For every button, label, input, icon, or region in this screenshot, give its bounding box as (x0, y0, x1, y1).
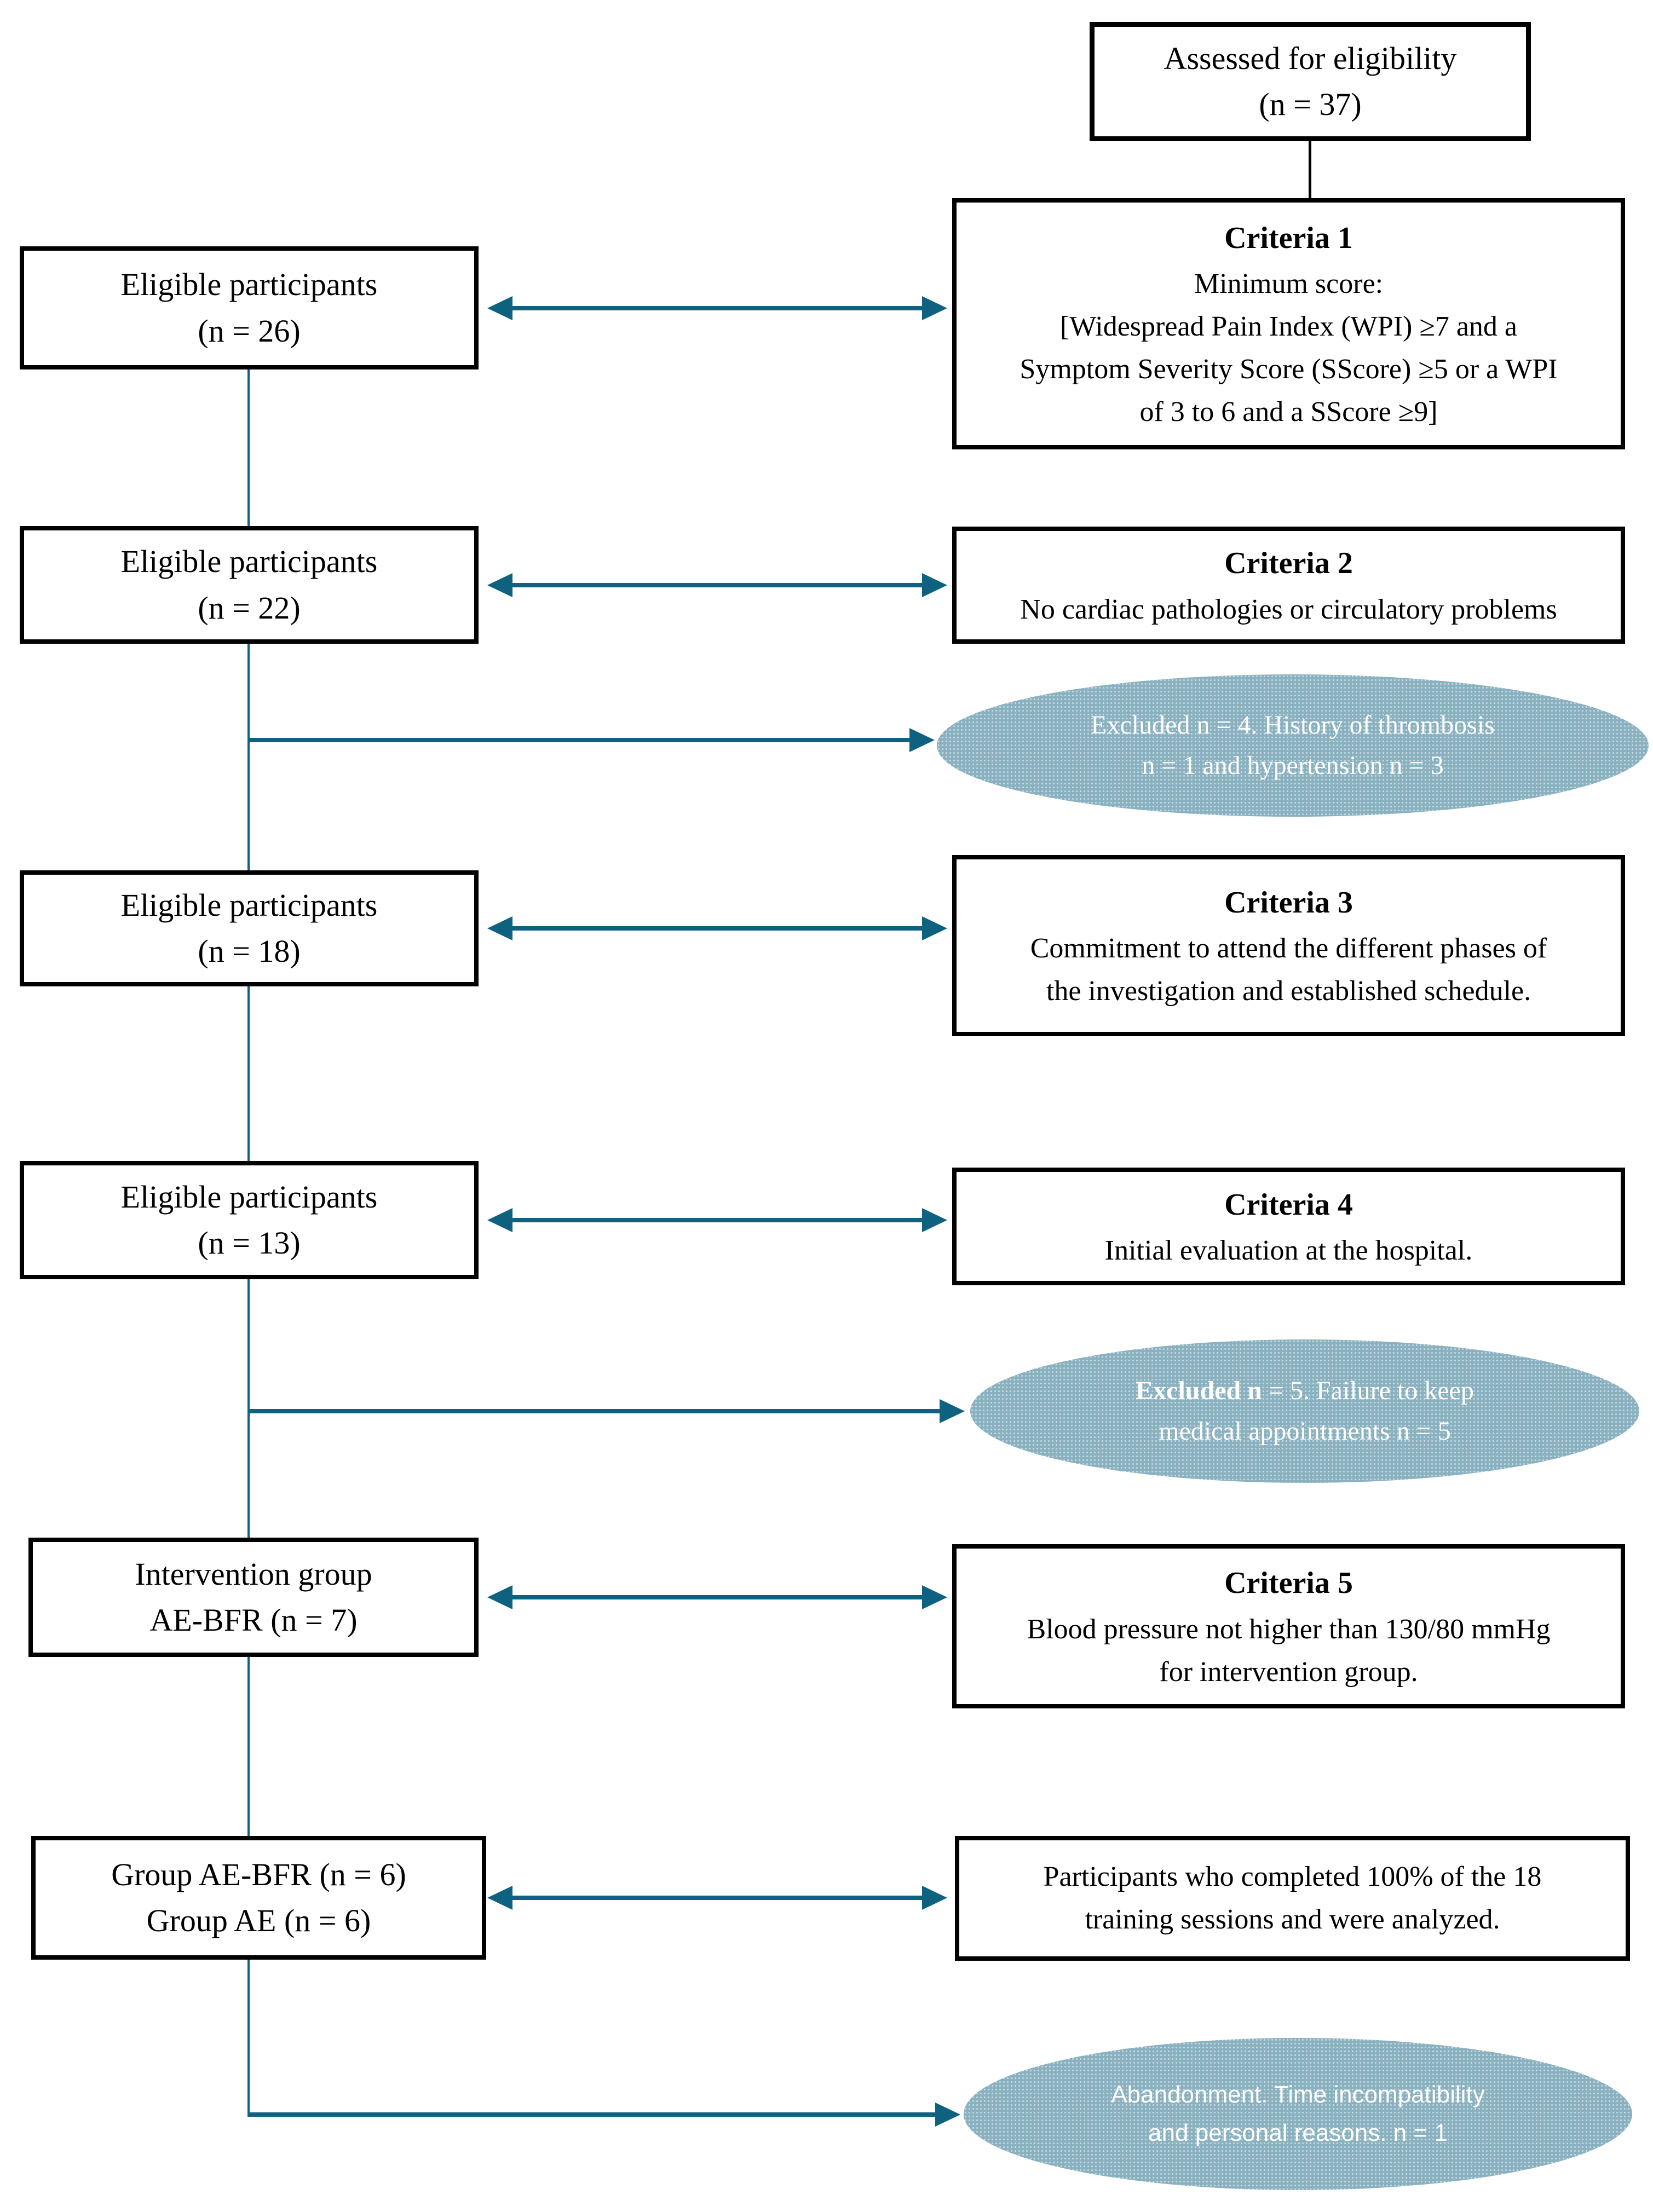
intervention-group-box: Intervention group AE-BFR (n = 7) (28, 1538, 479, 1657)
completion-text: Participants who completed 100% of the 1… (1043, 1861, 1542, 1935)
eligible-22-line-1: Eligible participants (120, 544, 378, 580)
criteria-2-box: Criteria 2 No cardiac pathologies or cir… (952, 527, 1625, 644)
arrow-shaft (247, 1409, 945, 1413)
connector-line-top (1309, 141, 1311, 198)
eligible-participants-26-box: Eligible participants (n = 26) (20, 246, 479, 369)
arrow-head-left (487, 1886, 512, 1910)
arrow-head-right (922, 1886, 947, 1910)
assessed-line-2: (n = 37) (1259, 86, 1362, 122)
connector-line-4 (247, 1279, 250, 1538)
groups-box: Group AE-BFR (n = 6) Group AE (n = 6) (31, 1836, 486, 1960)
right-arrow-icon-exclusion-2 (247, 1399, 965, 1423)
intervention-line-2: AE-BFR (n = 7) (149, 1602, 358, 1638)
arrow-head-right (922, 1585, 947, 1609)
double-arrow-icon-row-5 (487, 1585, 947, 1609)
excluded-5-bold: Excluded n (1136, 1376, 1262, 1405)
arrow-head-left (487, 1585, 512, 1609)
arrow-head-right (909, 728, 935, 752)
connector-line-3 (247, 986, 250, 1161)
excluded-5-ellipse: Excluded n = 5. Failure to keep medical … (970, 1339, 1639, 1483)
intervention-line-1: Intervention group (135, 1556, 372, 1592)
arrow-head-left (487, 296, 512, 320)
criteria-1-box: Criteria 1 Minimum score: [Widespread Pa… (952, 198, 1625, 449)
arrow-head-left (487, 1208, 512, 1232)
completion-box: Participants who completed 100% of the 1… (955, 1836, 1630, 1961)
arrow-shaft (507, 306, 928, 310)
group-ae-line: Group AE (n = 6) (146, 1903, 371, 1938)
eligible-participants-18-box: Eligible participants (n = 18) (20, 870, 479, 986)
arrow-shaft (507, 1218, 928, 1222)
eligible-participants-22-box: Eligible participants (n = 22) (20, 526, 479, 644)
criteria-5-box: Criteria 5 Blood pressure not higher tha… (952, 1544, 1625, 1708)
eligible-13-line-1: Eligible participants (120, 1179, 378, 1215)
criteria-4-title: Criteria 4 (1224, 1187, 1353, 1222)
connector-line-6 (247, 1960, 250, 2117)
arrow-head-right (922, 573, 947, 597)
criteria-3-body: Commitment to attend the different phase… (1030, 933, 1547, 1007)
eligible-18-line-2: (n = 18) (198, 933, 301, 969)
eligible-22-line-2: (n = 22) (198, 590, 301, 626)
double-arrow-icon-row-6 (487, 1886, 947, 1910)
excluded-4-ellipse: Excluded n = 4. History of thrombosis n … (937, 674, 1649, 817)
arrow-head-right (922, 1208, 947, 1232)
arrow-head-right (922, 296, 947, 320)
criteria-4-body: Initial evaluation at the hospital. (1104, 1235, 1473, 1267)
excluded-5-text: Excluded n = 5. Failure to keep medical … (1136, 1371, 1474, 1452)
arrow-shaft (507, 1595, 928, 1599)
criteria-1-body: Minimum score: [Widespread Pain Index (W… (1020, 268, 1558, 428)
eligible-13-line-2: (n = 13) (198, 1225, 301, 1261)
criteria-1-title: Criteria 1 (1224, 221, 1353, 255)
arrow-shaft (247, 2112, 941, 2117)
double-arrow-icon-row-1 (487, 296, 947, 320)
criteria-2-body: No cardiac pathologies or circulatory pr… (1020, 593, 1557, 625)
excluded-4-text: Excluded n = 4. History of thrombosis n … (1091, 710, 1495, 780)
group-aebfr-line: Group AE-BFR (n = 6) (111, 1856, 406, 1892)
double-arrow-icon-row-2 (487, 573, 947, 597)
connector-line-1 (247, 369, 250, 526)
criteria-5-body: Blood pressure not higher than 130/80 mm… (1027, 1613, 1551, 1688)
arrow-head-right (935, 2103, 960, 2127)
assessed-line-1: Assessed for eligibility (1164, 40, 1457, 76)
criteria-5-title: Criteria 5 (1224, 1566, 1353, 1601)
arrow-head-left (487, 573, 512, 597)
excluded-5-rest: = 5. Failure to keep medical appointment… (1159, 1376, 1474, 1446)
eligible-participants-13-box: Eligible participants (n = 13) (20, 1161, 479, 1279)
abandonment-ellipse: Abandonment. Time incompatibility and pe… (964, 2038, 1632, 2190)
eligible-26-line-1: Eligible participants (120, 267, 378, 303)
arrow-head-left (487, 916, 512, 940)
abandonment-text: Abandonment. Time incompatibility and pe… (1111, 2081, 1485, 2146)
criteria-4-box: Criteria 4 Initial evaluation at the hos… (952, 1168, 1625, 1285)
arrow-head-right (940, 1399, 965, 1423)
arrow-shaft (507, 583, 928, 587)
double-arrow-icon-row-3 (487, 916, 947, 940)
arrow-shaft (507, 1896, 928, 1900)
eligible-18-line-1: Eligible participants (120, 887, 378, 923)
criteria-3-title: Criteria 3 (1224, 885, 1353, 920)
arrow-shaft (247, 738, 915, 742)
double-arrow-icon-row-4 (487, 1208, 947, 1232)
arrow-shaft (507, 926, 928, 931)
criteria-3-box: Criteria 3 Commitment to attend the diff… (952, 855, 1625, 1036)
right-arrow-icon-abandonment (247, 2103, 960, 2127)
right-arrow-icon-exclusion-1 (247, 728, 935, 752)
criteria-2-title: Criteria 2 (1224, 546, 1353, 581)
arrow-head-right (922, 916, 947, 940)
connector-line-5 (247, 1657, 250, 1836)
assessed-for-eligibility-box: Assessed for eligibility (n = 37) (1090, 22, 1531, 141)
eligible-26-line-2: (n = 26) (198, 313, 301, 349)
connector-line-2 (247, 644, 250, 870)
